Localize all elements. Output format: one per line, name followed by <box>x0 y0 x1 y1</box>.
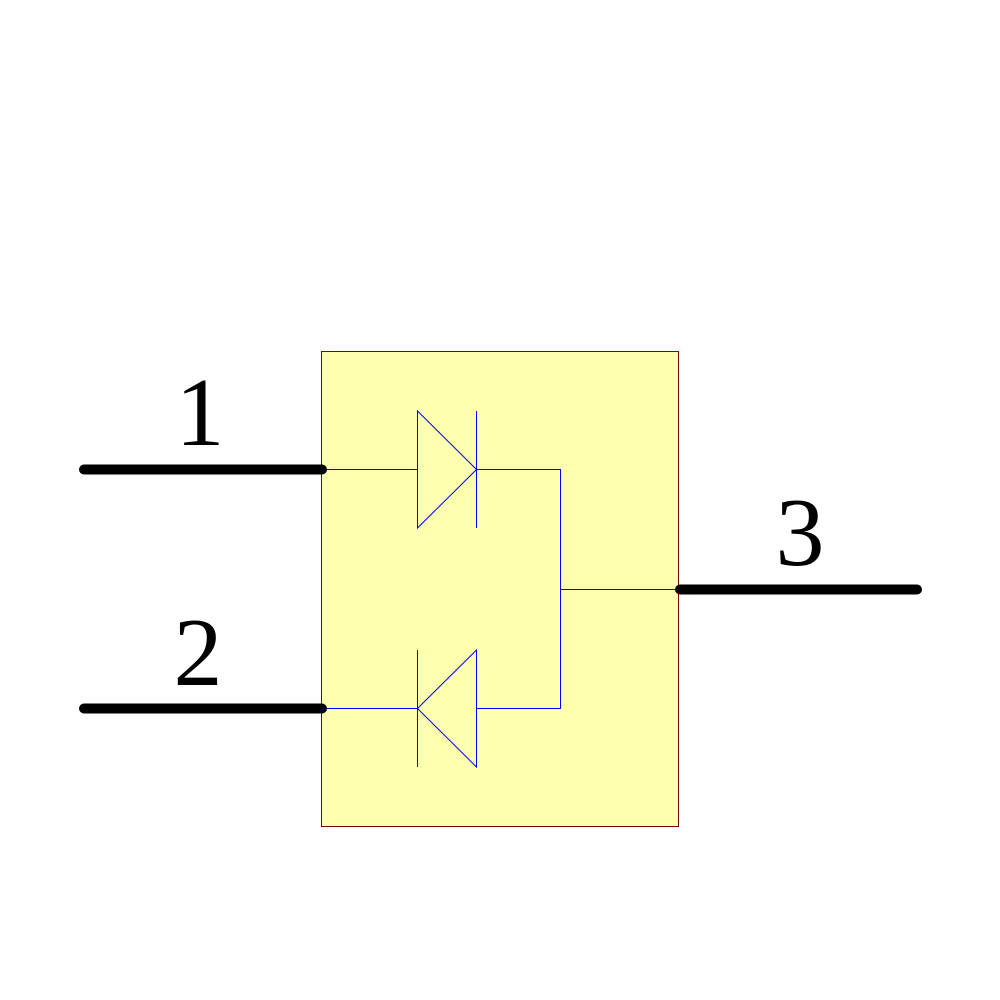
pin-1-label: 1 <box>176 359 225 467</box>
diode-d1-icon <box>417 409 478 530</box>
diode-d1-triangle <box>417 409 478 530</box>
pin-2-label: 2 <box>174 599 223 707</box>
diode-d2-icon <box>416 648 477 769</box>
diode-d2-triangle <box>416 648 477 769</box>
pins <box>79 464 922 714</box>
pin-3-label: 3 <box>776 479 825 587</box>
internal-wiring <box>322 469 679 709</box>
